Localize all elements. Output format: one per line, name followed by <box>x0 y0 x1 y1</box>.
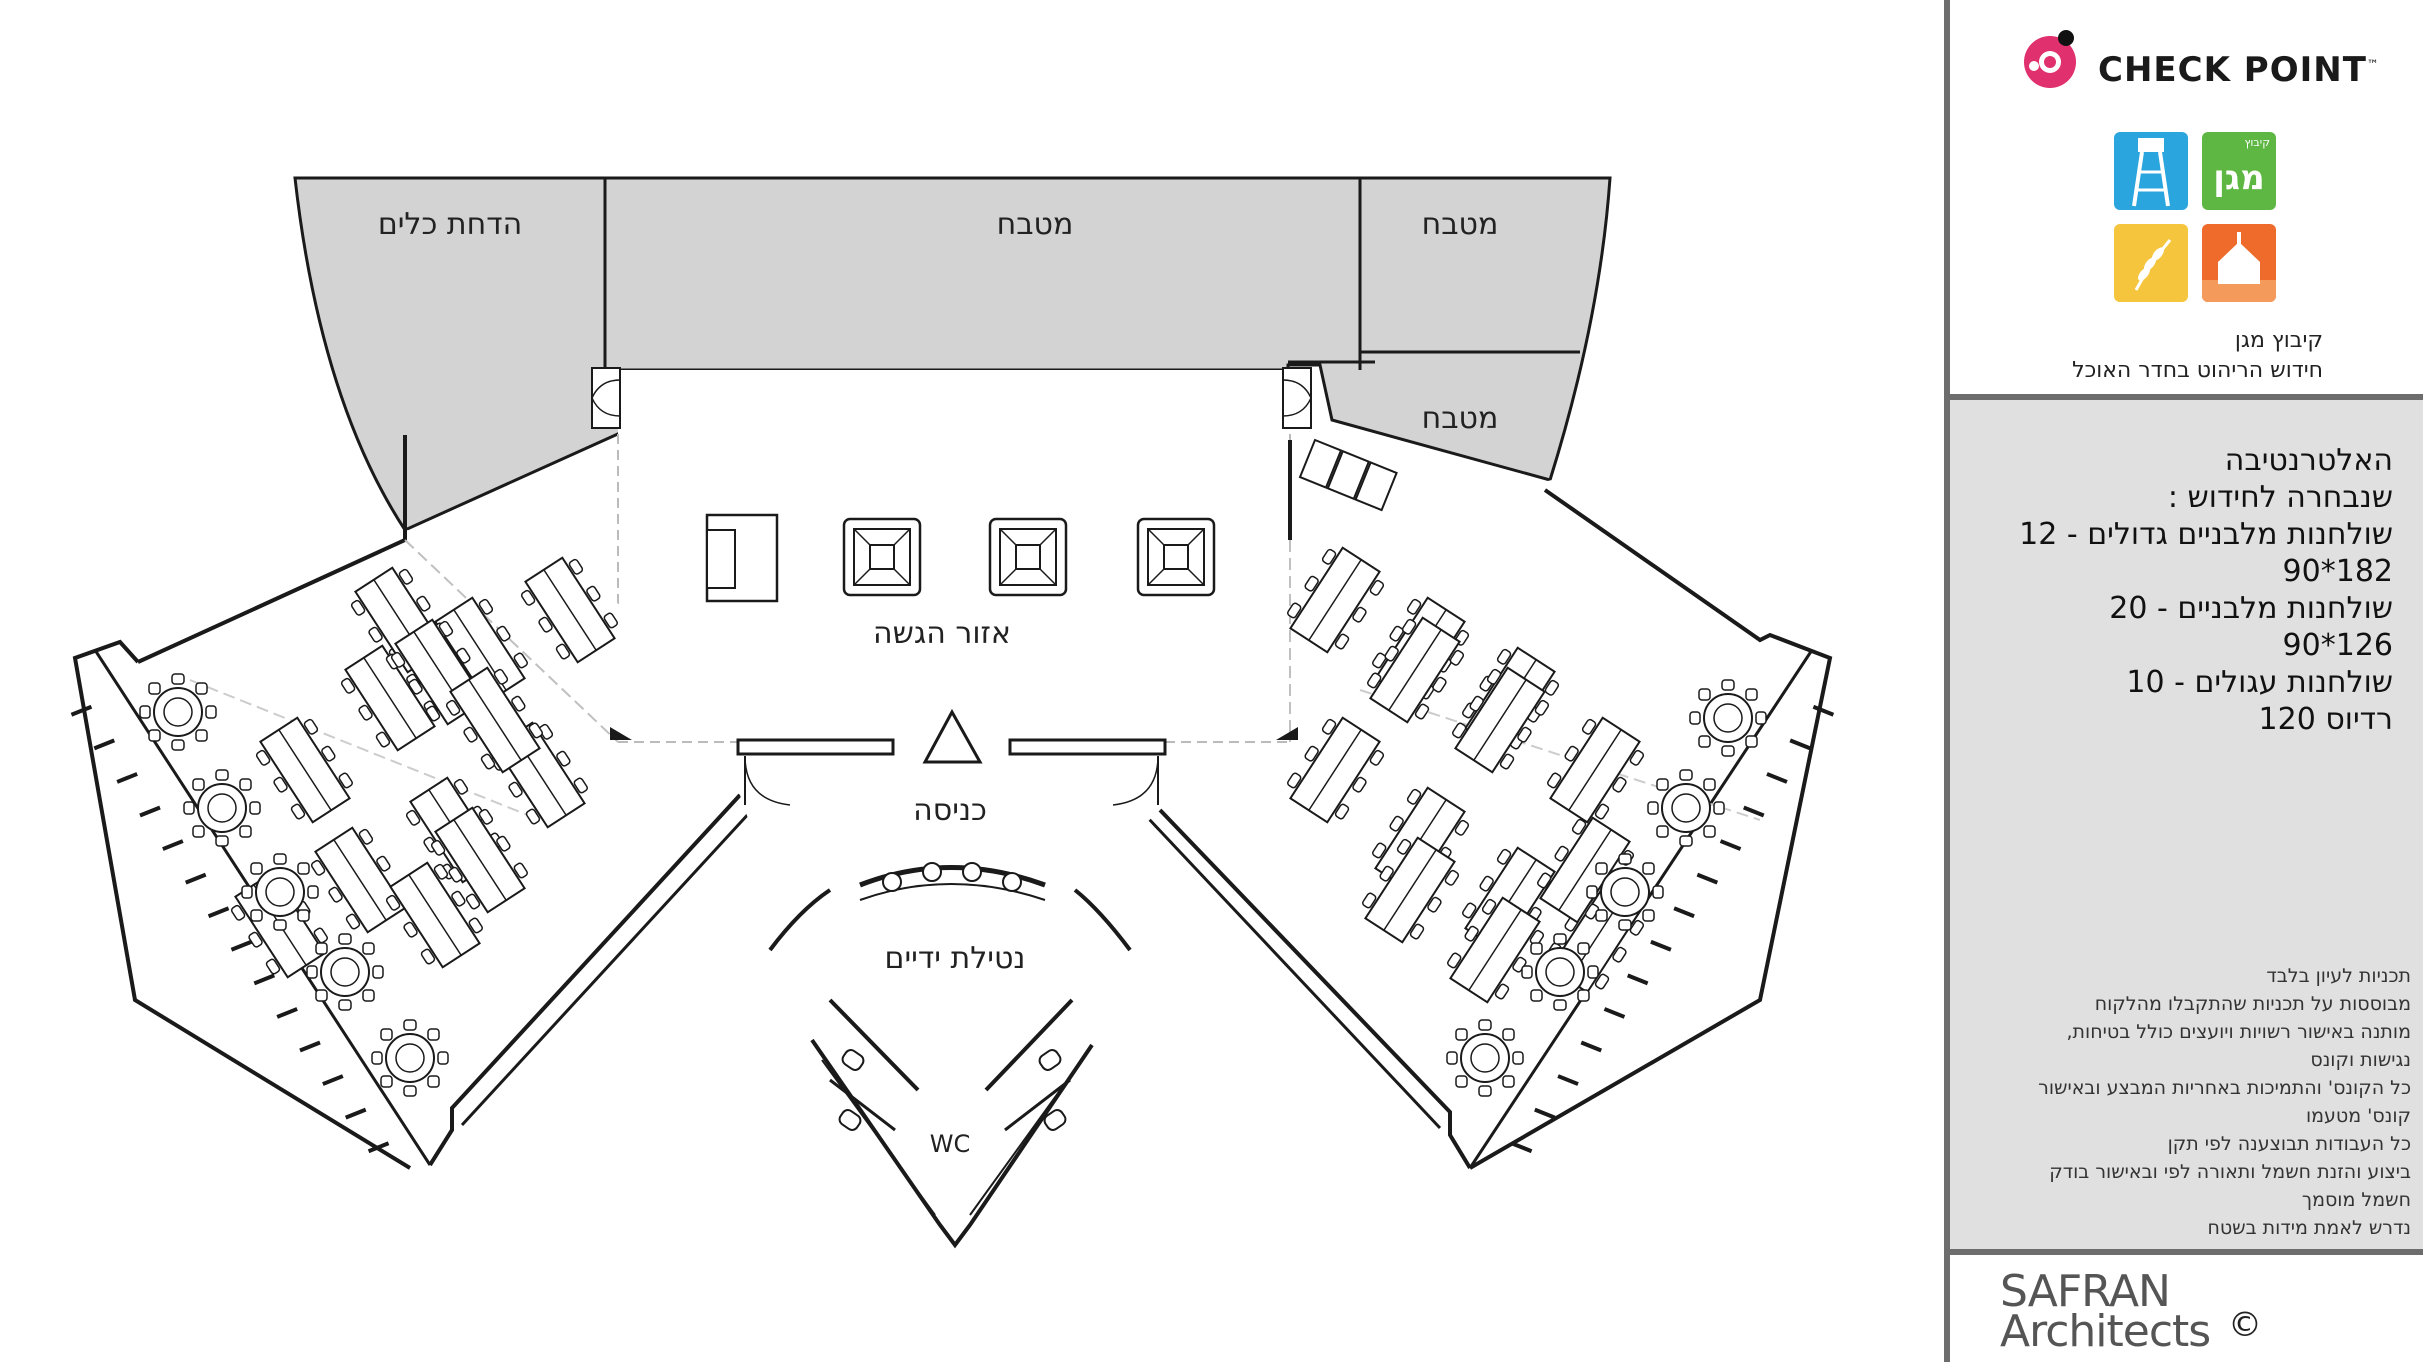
note-line: מותנה באישור רשויות ויועצים כולל בטיחות, <box>2066 1021 2411 1043</box>
facade-fin <box>184 872 207 885</box>
facade-fin <box>1766 772 1788 784</box>
note-line: נגישות וקונס <box>2310 1049 2411 1071</box>
note-line: כל העבודות תבוצענה לפי תקן <box>2167 1133 2411 1155</box>
kibbutz-name-tile: קיבוץ מגן <box>2202 132 2276 210</box>
facade-fin <box>70 704 93 717</box>
facade-fin <box>1789 738 1811 751</box>
alt-line: שולחנות מלבניים גדולים - 12 <box>2019 517 2393 552</box>
serving-cart <box>705 513 779 603</box>
room-label-kitchen-main: מטבח <box>997 207 1074 242</box>
alternative-panel: האלטרנטיבה שנבחרה לחידוש : שולחנות מלבני… <box>1950 400 2423 1255</box>
facade-fin <box>162 839 184 851</box>
watchtower-icon <box>2132 138 2170 207</box>
room-label-wc: WC <box>930 1130 971 1158</box>
project-line-1: קיבוץ מגן <box>2234 328 2323 353</box>
alt-line: 182*90 <box>2282 554 2393 589</box>
wheat-icon <box>2134 239 2172 291</box>
facade-fin <box>93 738 116 751</box>
alt-line: שולחנות עגולים - 10 <box>2126 665 2393 700</box>
facade-fin <box>1580 1040 1602 1053</box>
alt-line: 126*90 <box>2282 628 2393 663</box>
note-line: חשמל מוסמך <box>2301 1189 2411 1211</box>
toilet-icon <box>1038 1049 1062 1071</box>
facade-fin <box>207 906 230 919</box>
room-label-serving: אזור הגשה <box>873 616 1011 651</box>
note-line: ביצוע והזנת חשמל ותאורה לפי ובאישור בודק <box>2049 1161 2411 1183</box>
toilet-icon <box>1043 1109 1067 1131</box>
room-label-kitchen-side: מטבח <box>1422 207 1499 242</box>
alt-line: שולחנות מלבניים - 20 <box>2109 591 2393 626</box>
facade-fin <box>139 805 161 818</box>
house-logo-tile <box>2202 224 2276 302</box>
facade-fin <box>322 1074 344 1086</box>
kitchen-door-left <box>591 367 621 429</box>
note-line: כל הקונס' והתמיכות באחריות המבצע ובאישור <box>2038 1077 2411 1099</box>
facade-fin <box>1696 872 1719 885</box>
facade-fin <box>1510 1141 1533 1154</box>
alt-line: האלטרנטיבה <box>2224 443 2393 478</box>
toilet-icon <box>838 1109 862 1131</box>
entrance-zone <box>740 742 1160 1249</box>
facade-fin <box>1534 1107 1556 1120</box>
toilet-icon <box>841 1049 865 1071</box>
facade-fin <box>1626 973 1649 986</box>
note-line: קונס' מטעמו <box>2305 1105 2411 1127</box>
facade-fin <box>299 1040 321 1053</box>
room-label-entrance: כניסה <box>913 793 987 828</box>
kitchen-door-right <box>1282 367 1312 429</box>
note-line: נדרש לאמת מידות בשטח <box>2207 1217 2411 1239</box>
tower-logo-tile <box>2114 132 2188 210</box>
alt-line: שנבחרה לחידוש : <box>2167 480 2393 515</box>
project-line-2: חידוש הריהוט בחדר האוכל <box>2072 358 2323 383</box>
alt-line: רדיוס 120 <box>2258 702 2393 737</box>
checkpoint-logo-icon <box>2024 30 2076 88</box>
copyright-symbol: © <box>2228 1305 2262 1345</box>
checkpoint-wordmark: CHECK POINT™ <box>2098 50 2380 90</box>
room-label-handwash: נטילת ידיים <box>885 941 1026 976</box>
house-icon <box>2202 232 2276 302</box>
note-line: תכניות לעיון בלבד <box>2266 965 2411 987</box>
project-title: קיבוץ מגן חידוש הריהוט בחדר האוכל <box>1963 326 2323 386</box>
facade-fin <box>253 973 276 986</box>
counter <box>736 738 895 756</box>
room-label-kitchen-lower: מטבח <box>1422 401 1499 436</box>
floor-plan: הדחת כלים מטבח מטבח מטבח אזור הגשה כניסה… <box>70 176 1835 1249</box>
entrance-arrow-icon <box>922 708 983 764</box>
facade-fin <box>344 1107 367 1120</box>
title-block: CHECK POINT™ קיבוץ מגן <box>1944 0 2423 1362</box>
facade-fin <box>116 772 138 784</box>
trolley-icon <box>1298 438 1398 512</box>
logo-panel: CHECK POINT™ קיבוץ מגן <box>1950 0 2423 400</box>
facade-fin <box>367 1141 390 1154</box>
alternative-text: האלטרנטיבה שנבחרה לחידוש : שולחנות מלבני… <box>1973 442 2393 738</box>
facade-fin <box>276 1007 298 1019</box>
counter <box>1008 738 1167 756</box>
facade-fin <box>1603 1007 1626 1019</box>
architect-logo: SAFRAN Architects <box>2000 1266 2211 1357</box>
room-label-dishwash: הדחת כלים <box>378 207 522 242</box>
note-line: מבוססות על תכניות שהתקבלו מהלקוח <box>2094 993 2411 1015</box>
serving-station <box>1136 517 1216 597</box>
serving-station <box>842 517 922 597</box>
facade-fin <box>1812 704 1835 717</box>
serving-station <box>988 517 1068 597</box>
facade-fin <box>1557 1074 1579 1086</box>
wheat-logo-tile <box>2114 224 2188 302</box>
facade-fin <box>1743 805 1765 818</box>
facade-fin <box>1673 906 1695 919</box>
facade-fin <box>230 939 253 952</box>
facade-fin <box>1650 939 1672 952</box>
facade-fin <box>1719 839 1742 851</box>
disclaimer-notes: תכניות לעיון בלבד מבוססות על תכניות שהתק… <box>1971 962 2411 1242</box>
